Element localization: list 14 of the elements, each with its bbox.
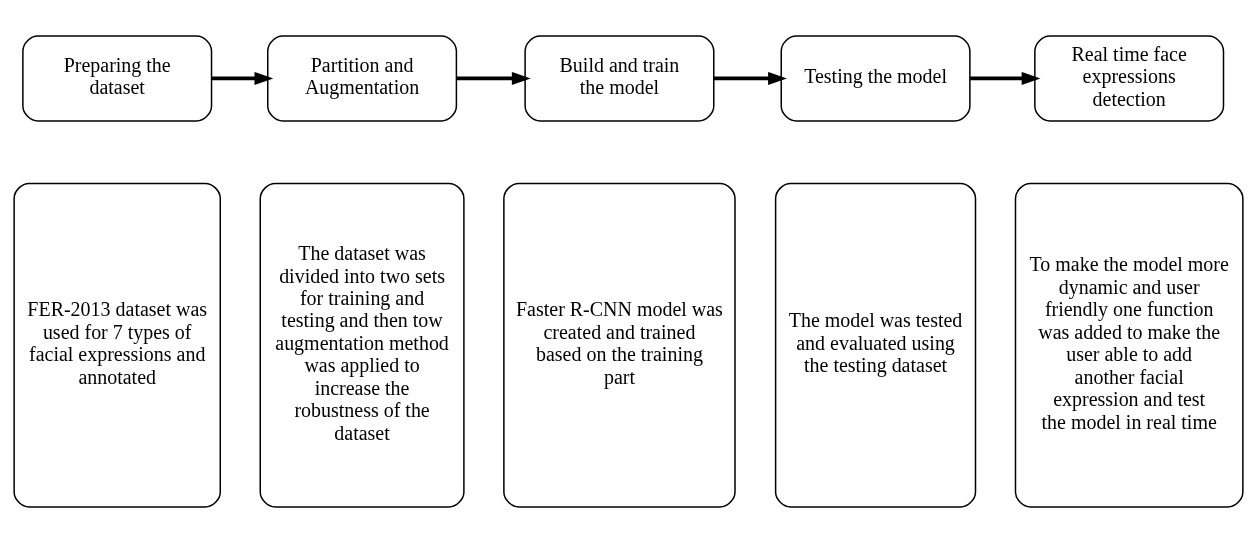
node-box: The dataset was divided into two sets for training and testing and then tow augmentation method was applied to increase the robustness of the dataset <box>259 182 465 508</box>
arrow <box>456 71 531 85</box>
node-box: Preparing the dataset <box>22 34 213 122</box>
node-box: FER-2013 dataset was used for 7 types of facial expressions and annotated <box>13 182 221 508</box>
node-box: Faster R-CNN model was created and trained based on the training part <box>503 182 736 508</box>
node-box: To make the model more dynamic and user friendly one function was added to make the user able to add another facial expression and test the model in real time <box>1014 182 1244 508</box>
arrow <box>714 71 787 85</box>
arrow <box>211 71 274 85</box>
node-box: Testing the model <box>780 34 971 122</box>
node-box: Build and train the model <box>524 34 715 122</box>
node-box: The model was tested and evaluated using the testing dataset <box>774 182 977 508</box>
arrow <box>970 71 1041 85</box>
node-box: Partition and Augmentation <box>267 34 458 122</box>
node-box: Real time face expressions detection <box>1034 34 1225 122</box>
